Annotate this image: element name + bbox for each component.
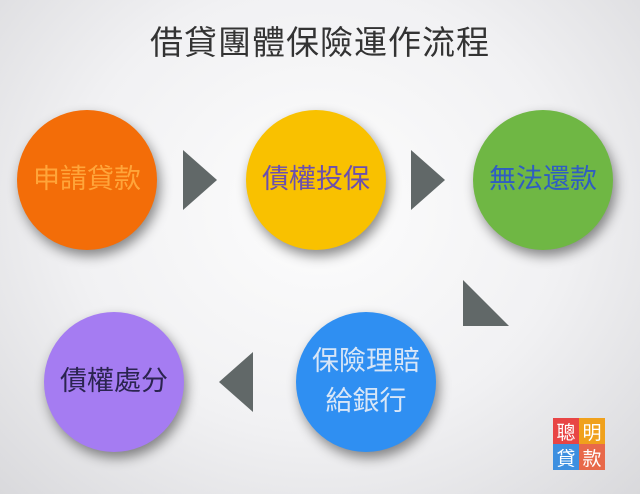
brand-logo: 聰 明 貸 款	[553, 418, 605, 470]
step-debt-disposal-label: 債權處分	[60, 366, 168, 397]
step-apply-loan: 申請貸款	[17, 110, 157, 250]
step-unable-repay: 無法還款	[473, 110, 613, 250]
logo-char-2: 明	[579, 418, 605, 444]
diagram-title: 借貸團體保險運作流程	[150, 23, 490, 62]
step-insure-claim-label: 債權投保	[262, 164, 370, 195]
arrow-right-1-icon	[183, 150, 217, 210]
logo-char-1: 聰	[553, 418, 579, 444]
step-apply-loan-label: 申請貸款	[33, 164, 141, 195]
arrow-left-icon	[219, 352, 253, 412]
step-debt-disposal: 債權處分	[44, 312, 184, 452]
logo-char-4: 款	[579, 444, 605, 470]
arrow-down-left-icon	[463, 280, 509, 326]
step-unable-repay-label: 無法還款	[489, 164, 597, 195]
arrow-right-2-icon	[411, 150, 445, 210]
logo-char-3: 貸	[553, 444, 579, 470]
step-insurance-payout-label: 保險理賠 給銀行	[312, 346, 420, 417]
step-insurance-payout: 保險理賠 給銀行	[296, 312, 436, 452]
step-insure-claim: 債權投保	[246, 110, 386, 250]
